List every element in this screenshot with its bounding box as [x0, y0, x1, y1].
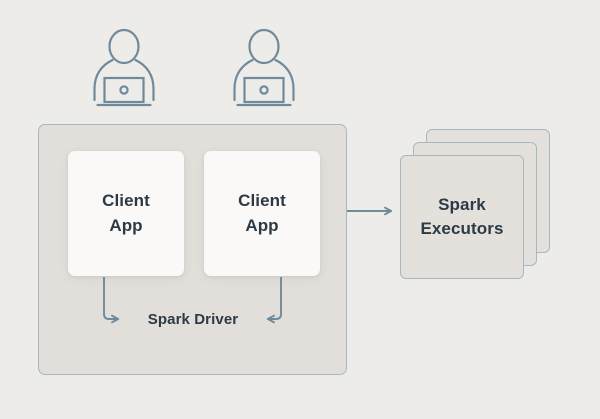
spark-executors-stack: Spark Executors: [400, 129, 560, 289]
executor-card-front[interactable]: Spark Executors: [400, 155, 524, 279]
user-with-laptop-icon: [88, 28, 160, 110]
spark-driver-label: Spark Driver: [147, 311, 239, 328]
client-app-label: Client App: [238, 191, 286, 235]
client-app-label: Client App: [102, 191, 150, 235]
client-app-card[interactable]: Client App: [68, 151, 184, 276]
client-app-card[interactable]: Client App: [204, 151, 320, 276]
spark-executors-label: Spark Executors: [420, 194, 504, 238]
user-with-laptop-icon: [228, 28, 300, 110]
